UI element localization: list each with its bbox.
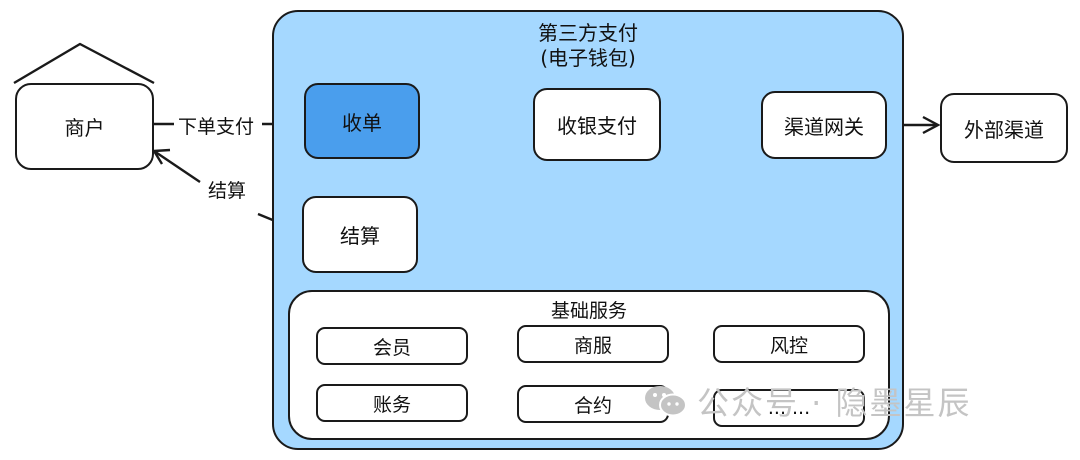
service-risk-control: 风控 bbox=[713, 325, 865, 363]
service-accounting-label: 账务 bbox=[372, 393, 411, 416]
settlement-node: 结算 bbox=[302, 196, 418, 273]
cashier-node: 收银支付 bbox=[533, 88, 661, 161]
arrowhead-gateway-external bbox=[922, 115, 941, 135]
service-merchant-service: 商服 bbox=[517, 325, 669, 363]
gateway-label: 渠道网关 bbox=[784, 114, 864, 139]
service-more: ... ... bbox=[713, 389, 865, 427]
service-member: 会员 bbox=[316, 327, 468, 365]
gateway-node: 渠道网关 bbox=[761, 91, 887, 159]
watermark: 公众号 · 隐墨星辰 bbox=[643, 378, 972, 424]
base-services-title: 基础服务 bbox=[550, 300, 627, 322]
service-accounting: 账务 bbox=[316, 384, 468, 422]
service-more-label: ... ... bbox=[767, 397, 811, 419]
watermark-text: 公众号 · 隐墨星辰 bbox=[697, 384, 972, 422]
external-channel-node: 外部渠道 bbox=[940, 93, 1068, 163]
service-contract: 合约 bbox=[517, 385, 669, 423]
acquiring-node: 收单 bbox=[304, 83, 420, 159]
merchant-node: 商户 bbox=[15, 83, 154, 170]
order-pay-label: 下单支付 bbox=[176, 112, 257, 139]
wechat-icon bbox=[645, 386, 687, 417]
merchant-roof bbox=[13, 42, 155, 85]
arrowhead-settlement-merchant bbox=[151, 148, 171, 165]
service-member-label: 会员 bbox=[372, 336, 411, 359]
settlement-label: 结算 bbox=[340, 224, 380, 248]
service-merchant-service-label: 商服 bbox=[573, 334, 612, 357]
platform-subtitle: (电子钱包) bbox=[540, 46, 636, 70]
acquiring-label: 收单 bbox=[342, 110, 382, 135]
settle-edge-label: 结算 bbox=[206, 176, 249, 203]
service-risk-control-label: 风控 bbox=[769, 334, 808, 357]
platform-title: 第三方支付 bbox=[538, 21, 638, 45]
cashier-label: 收银支付 bbox=[557, 114, 637, 138]
external-channel-label: 外部渠道 bbox=[964, 117, 1044, 142]
merchant-label: 商户 bbox=[64, 116, 105, 140]
service-contract-label: 合约 bbox=[573, 394, 612, 417]
